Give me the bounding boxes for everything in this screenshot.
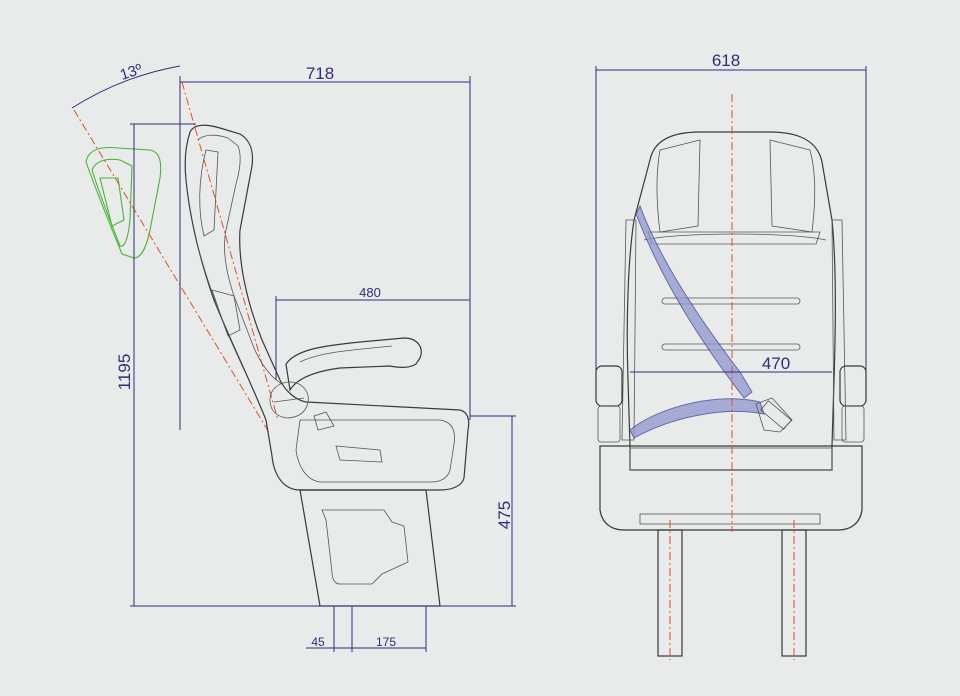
- overall-depth-label: 718: [306, 64, 334, 83]
- seat-height-dimension: 475: [470, 415, 516, 606]
- seat-depth-label: 480: [359, 285, 381, 300]
- recline-angle-label: 13º: [118, 61, 145, 84]
- base-dimension: 45 175: [306, 606, 427, 652]
- recline-line-2: [181, 81, 279, 421]
- reclined-backrest-outline: [85, 146, 162, 259]
- side-pedestal: [299, 489, 441, 607]
- front-armrests: [595, 365, 867, 443]
- front-seat-base: [599, 445, 863, 531]
- seat-width-dimension: 470: [630, 354, 832, 373]
- side-seat-profile: [184, 124, 470, 491]
- overall-width-label: 618: [712, 51, 740, 70]
- seatbelt: [629, 204, 793, 439]
- seat-width-label: 470: [762, 354, 790, 373]
- angle-arc: [71, 65, 181, 109]
- side-view: 13º 718 480 1195 475: [71, 61, 516, 652]
- overall-height-label: 1195: [115, 354, 134, 391]
- base-width-label: 175: [376, 635, 396, 649]
- front-backrest: [621, 131, 847, 447]
- front-view: 618 470: [595, 51, 867, 660]
- overall-width-dimension: 618: [595, 51, 867, 372]
- overall-depth-dimension: 718: [179, 64, 471, 430]
- seat-depth-dimension: 480: [275, 285, 470, 380]
- overall-height-dimension: 1195: [115, 123, 516, 607]
- side-armrest: [269, 337, 422, 419]
- front-legs: [657, 520, 807, 660]
- recline-line-1: [73, 109, 271, 435]
- seat-height-label: 475: [495, 501, 514, 529]
- base-offset-label: 45: [311, 635, 325, 649]
